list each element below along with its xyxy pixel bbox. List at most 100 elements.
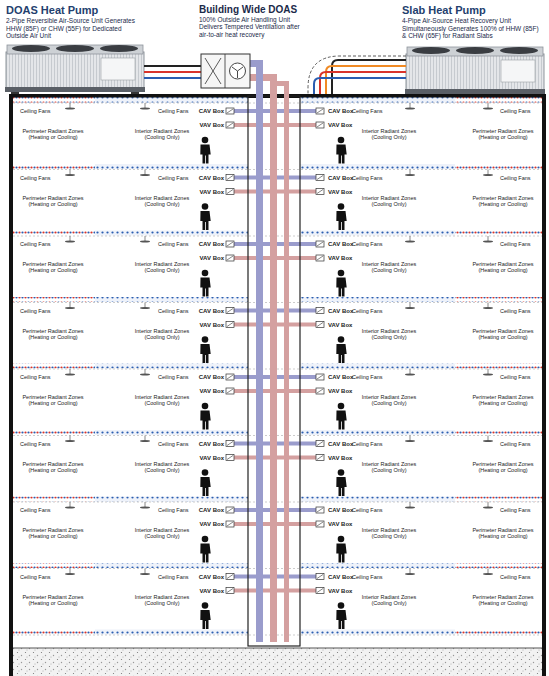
- person-body: [336, 610, 346, 629]
- damper-line: [227, 256, 233, 260]
- damper-line: [227, 323, 233, 327]
- person-body: [336, 411, 346, 430]
- radiant-slab-interior: [95, 297, 248, 302]
- terminal-box-label: VAV Box: [328, 189, 352, 196]
- fan-rod: [145, 369, 146, 374]
- damper-line: [227, 190, 233, 194]
- person-body: [336, 211, 346, 230]
- slab-line: [13, 302, 542, 303]
- ceiling-fan: [65, 373, 75, 375]
- riser-duct: [277, 81, 289, 86]
- fan-rod: [410, 236, 411, 241]
- terminal-box-icon: [316, 574, 324, 580]
- radiant-zone-label: Perimeter Radiant Zones (Heating or Cool…: [16, 328, 90, 341]
- terminal-box-label: VAV Box: [328, 521, 352, 528]
- fan-label: Ceiling Fans: [500, 308, 531, 314]
- fan-label: Ceiling Fans: [158, 241, 189, 247]
- fan-rod: [410, 103, 411, 108]
- terminal-box-icon: [226, 122, 234, 128]
- radiant-slab-interior: [300, 497, 455, 502]
- cav-branch-duct: [234, 242, 257, 246]
- terminal-box-label: CAV Box: [328, 574, 353, 581]
- riser-duct: [270, 74, 277, 642]
- fan-label: Ceiling Fans: [500, 574, 531, 580]
- terminal-box-icon: [226, 588, 234, 594]
- fan-label: Ceiling Fans: [20, 441, 51, 447]
- radiant-zone-label: Interior Radiant Zones (Cooling Only): [355, 527, 423, 540]
- radiant-slab-perimeter: [13, 430, 95, 435]
- equipment-description: 100% Outside Air Handling Unit Delivers …: [199, 16, 303, 38]
- fan-rod: [410, 436, 411, 441]
- fan-label: Ceiling Fans: [500, 241, 531, 247]
- slab-line: [13, 435, 542, 436]
- fan-label: Ceiling Fans: [352, 175, 383, 181]
- fan-rod: [410, 369, 411, 374]
- cav-branch-duct: [234, 508, 257, 512]
- fan-rod: [70, 569, 71, 574]
- fan-rod: [145, 303, 146, 308]
- terminal-box-icon: [226, 455, 234, 461]
- radiant-slab-perimeter: [13, 497, 95, 502]
- terminal-box-label: CAV Box: [199, 441, 224, 448]
- person-head: [338, 602, 345, 609]
- vav-branch-duct: [276, 256, 316, 260]
- damper-line: [227, 522, 233, 526]
- radiant-slab-interior: [300, 364, 455, 369]
- person-body: [200, 477, 210, 496]
- person-body: [200, 211, 210, 230]
- terminal-box-icon: [226, 441, 234, 447]
- radiant-slab-interior: [95, 364, 248, 369]
- damper-line: [227, 389, 233, 393]
- fan-rod: [70, 103, 71, 108]
- terminal-box-icon: [226, 521, 234, 527]
- slab-line: [13, 369, 542, 370]
- person-head: [338, 270, 345, 277]
- damper-line: [317, 442, 323, 446]
- damper-line: [317, 375, 323, 379]
- radiant-slab-interior: [95, 231, 248, 236]
- fan-rod: [145, 236, 146, 241]
- damper-line: [227, 375, 233, 379]
- terminal-box-icon: [316, 441, 324, 447]
- slab-line: [13, 103, 542, 104]
- fan-rod: [70, 236, 71, 241]
- terminal-box-icon: [316, 255, 324, 261]
- terminal-box-icon: [316, 108, 324, 114]
- fan-label: Ceiling Fans: [20, 241, 51, 247]
- terminal-box-icon: [226, 255, 234, 261]
- radiant-slab-perimeter: [13, 630, 95, 635]
- terminal-box-icon: [316, 388, 324, 394]
- fan-rod: [70, 303, 71, 308]
- terminal-box-icon: [316, 241, 324, 247]
- terminal-box-icon: [226, 388, 234, 394]
- ceiling-fan: [65, 573, 75, 575]
- ceiling-fan: [405, 440, 415, 442]
- radiant-slab-interior: [300, 430, 455, 435]
- radiant-slab-interior: [95, 497, 248, 502]
- fan-rod: [488, 369, 489, 374]
- person-head: [338, 137, 345, 144]
- person-body: [200, 544, 210, 563]
- terminal-box-icon: [316, 455, 324, 461]
- fan-label: Ceiling Fans: [352, 441, 383, 447]
- cav-branch-duct: [234, 309, 257, 313]
- pipe-line: [150, 71, 197, 73]
- ceiling-fan: [483, 373, 493, 375]
- damper-line: [227, 456, 233, 460]
- fan-rod: [488, 303, 489, 308]
- damper-line: [317, 242, 323, 246]
- slab-line: [13, 236, 542, 237]
- ceiling-fan: [483, 107, 493, 109]
- fan-label: Ceiling Fans: [158, 308, 189, 314]
- vav-branch-duct: [234, 389, 270, 393]
- person-body: [200, 344, 210, 363]
- radiant-slab-interior: [300, 563, 455, 568]
- person-head: [202, 203, 209, 210]
- ceiling-fan: [483, 573, 493, 575]
- ceiling-fan: [65, 107, 75, 109]
- radiant-slab-interior: [95, 563, 248, 568]
- ceiling-fan: [483, 506, 493, 508]
- terminal-box-label: VAV Box: [200, 255, 224, 262]
- radiant-slab-perimeter: [13, 364, 95, 369]
- terminal-box-label: VAV Box: [328, 122, 352, 129]
